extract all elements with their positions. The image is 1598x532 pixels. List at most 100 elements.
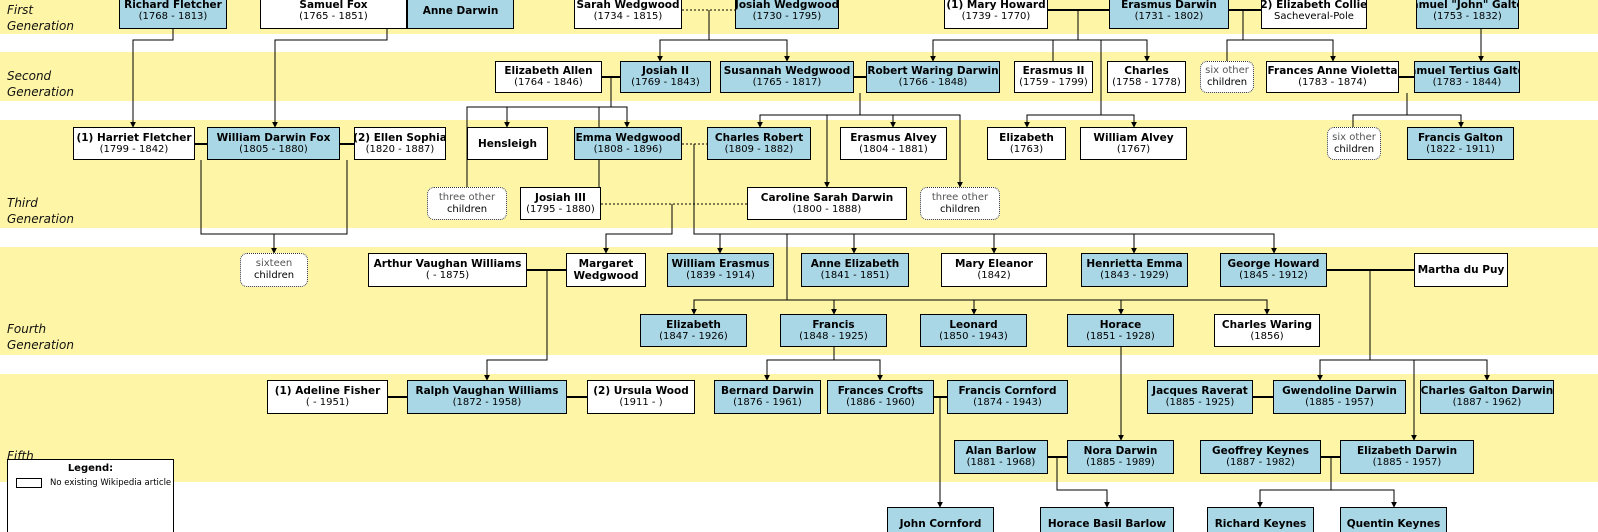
person-box-richard-keynes[interactable]: Richard Keynes [1207, 507, 1314, 532]
person-name: Elizabeth Allen [504, 65, 593, 77]
person-dates: (1753 - 1832) [1433, 10, 1502, 22]
person-dates: (1809 - 1882) [724, 143, 794, 155]
link-line [603, 204, 673, 254]
person-name: Elizabeth Darwin [1356, 445, 1458, 457]
person-dates: (1887 - 1962) [1452, 397, 1522, 408]
link-line [1101, 114, 1137, 128]
person-name: Martha du Puy [1417, 264, 1505, 276]
person-box-ralph-vaughan-williams[interactable]: Ralph Vaughan Williams(1872 - 1958) [407, 380, 567, 414]
person-dates: (1765 - 1851) [299, 10, 368, 22]
person-box-samuel-fox: Samuel Fox(1765 - 1851) [260, 0, 407, 29]
person-box-john-cornford[interactable]: John Cornford [887, 507, 994, 532]
link-line [484, 270, 548, 381]
link-line [834, 359, 883, 381]
person-box-josiah-ii[interactable]: Josiah II(1769 - 1843) [620, 61, 711, 93]
person-box-jacques-raverat[interactable]: Jacques Raverat(1885 - 1925) [1147, 380, 1253, 414]
person-dates: (1808 - 1896) [593, 143, 663, 155]
person-dates: (1763) [1009, 143, 1044, 155]
person-box-francis-cornford[interactable]: Francis Cornford(1874 - 1943) [947, 380, 1068, 414]
person-box-henrietta-emma[interactable]: Henrietta Emma(1843 - 1929) [1081, 253, 1188, 287]
link-line [1052, 39, 1078, 61]
person-box-george-howard[interactable]: George Howard(1845 - 1912) [1220, 253, 1327, 287]
person-dates: (1734 - 1815) [593, 10, 663, 22]
person-box-bernard-darwin[interactable]: Bernard Darwin(1876 - 1961) [714, 380, 821, 414]
person-box-quentin-keynes[interactable]: Quentin Keynes [1340, 507, 1447, 532]
person-box-josiah-wedgwood[interactable]: Josiah Wedgwood(1730 - 1795) [735, 0, 839, 29]
person-box-martha-du-puy: Martha du Puy [1414, 253, 1508, 287]
link-line [1257, 457, 1332, 508]
person-name: Samuel "John" Galton [1417, 0, 1518, 11]
link-line [1331, 489, 1397, 508]
person-dates: (1885 - 1957) [1372, 457, 1442, 468]
person-box-william-erasmus[interactable]: William Erasmus(1839 - 1914) [667, 253, 774, 287]
person-box-samuel-tertius-galton[interactable]: Samuel Tertius Galton(1783 - 1844) [1414, 61, 1520, 93]
person-box-arthur-vaughan-williams: Arthur Vaughan Williams( - 1875) [368, 253, 527, 287]
person-box-horace[interactable]: Horace(1851 - 1928) [1067, 314, 1174, 347]
person-name: Elizabeth [666, 318, 721, 331]
generation-label-3: Third Generation [7, 196, 74, 226]
link-line [694, 233, 1277, 254]
link-line [1317, 270, 1371, 381]
person-name: (2) Ellen Sophia [354, 131, 446, 144]
person-dates: ( - 1875) [425, 270, 470, 281]
person-box-susannah-wedgwood[interactable]: Susannah Wedgwood(1765 - 1817) [720, 61, 854, 93]
person-name: Josiah II [642, 65, 689, 77]
person-box-charles-robert[interactable]: Charles Robert(1809 - 1882) [707, 127, 811, 160]
person-box-anne-elizabeth[interactable]: Anne Elizabeth(1841 - 1851) [801, 253, 909, 287]
person-box-nora-darwin[interactable]: Nora Darwin(1885 - 1989) [1067, 440, 1174, 474]
link-line [860, 114, 963, 188]
person-name: William Erasmus [671, 258, 770, 270]
person-dates: Wedgwood [573, 270, 639, 282]
person-box-leonard[interactable]: Leonard(1850 - 1943) [920, 314, 1027, 347]
person-name: Jacques Raverat [1152, 385, 1248, 397]
person-dates: (1841 - 1851) [820, 270, 890, 281]
link-line [130, 29, 174, 128]
person-dates: (1822 - 1911) [1426, 143, 1495, 155]
person-name: Samuel Fox [299, 0, 368, 11]
person-box-elizabeth-darwin[interactable]: Elizabeth Darwin(1885 - 1957) [1340, 440, 1474, 474]
person-box-charles-galton-darwin[interactable]: Charles Galton Darwin(1887 - 1962) [1420, 380, 1554, 414]
person-box-francis-galton[interactable]: Francis Galton(1822 - 1911) [1407, 127, 1514, 160]
person-box-elizabeth-allen: Elizabeth Allen(1764 - 1846) [495, 61, 602, 93]
person-name: Elizabeth [999, 131, 1054, 144]
person-dates: children [253, 270, 295, 281]
person-name: Josiah III [535, 191, 586, 204]
person-dates: children [939, 203, 981, 215]
person-box-william-darwin-fox[interactable]: William Darwin Fox(1805 - 1880) [207, 127, 340, 160]
person-box-horace-basil-barlow[interactable]: Horace Basil Barlow [1040, 507, 1174, 532]
link-line [1226, 10, 1244, 61]
person-dates: (1887 - 1982) [1226, 457, 1295, 468]
person-dates: (1839 - 1914) [686, 270, 755, 281]
person-dates: (1885 - 1957) [1305, 397, 1374, 408]
person-name: (2) Elizabeth Collier [1261, 0, 1367, 11]
person-name: Hensleigh [478, 137, 537, 150]
person-name: Caroline Sarah Darwin [760, 191, 894, 204]
person-box-emma-wedgwood[interactable]: Emma Wedgwood(1808 - 1896) [574, 127, 682, 160]
person-box-gwendoline-darwin[interactable]: Gwendoline Darwin(1885 - 1957) [1273, 380, 1406, 414]
person-name: William Alvey [1093, 131, 1174, 144]
person-box-robert-waring-darwin[interactable]: Robert Waring Darwin(1766 - 1848) [866, 61, 1000, 93]
person-box-richard-fletcher[interactable]: Richard Fletcher(1768 - 1813) [119, 0, 227, 29]
person-box-erasmus-darwin[interactable]: Erasmus Darwin(1731 - 1802) [1109, 0, 1229, 29]
person-dates: (1856) [1250, 330, 1284, 342]
person-name: Erasmus II [1022, 65, 1085, 77]
person-box-mary-eleanor: Mary Eleanor(1842) [941, 253, 1047, 287]
person-dates: (1758 - 1778) [1112, 77, 1181, 88]
person-box-frances-crofts[interactable]: Frances Crofts(1886 - 1960) [827, 380, 934, 414]
person-box-geoffrey-keynes[interactable]: Geoffrey Keynes(1887 - 1982) [1200, 440, 1321, 474]
link-line [691, 234, 788, 315]
person-name: Anne Elizabeth [810, 258, 900, 270]
person-name: Erasmus Alvey [850, 131, 937, 144]
person-box-anne-darwin[interactable]: Anne Darwin [407, 0, 514, 29]
person-dates: (1820 - 1887) [365, 143, 435, 155]
person-box-francis[interactable]: Francis(1848 - 1925) [780, 314, 887, 347]
person-box-elizabeth[interactable]: Elizabeth(1847 - 1926) [640, 314, 747, 347]
person-name: Anne Darwin [422, 4, 499, 17]
person-box-hensleigh: Hensleigh [467, 127, 548, 160]
person-box-samuel-john-galton[interactable]: Samuel "John" Galton(1753 - 1832) [1416, 0, 1519, 29]
person-box-alan-barlow[interactable]: Alan Barlow(1881 - 1968) [954, 440, 1048, 474]
person-name: Samuel Tertius Galton [1415, 65, 1519, 77]
